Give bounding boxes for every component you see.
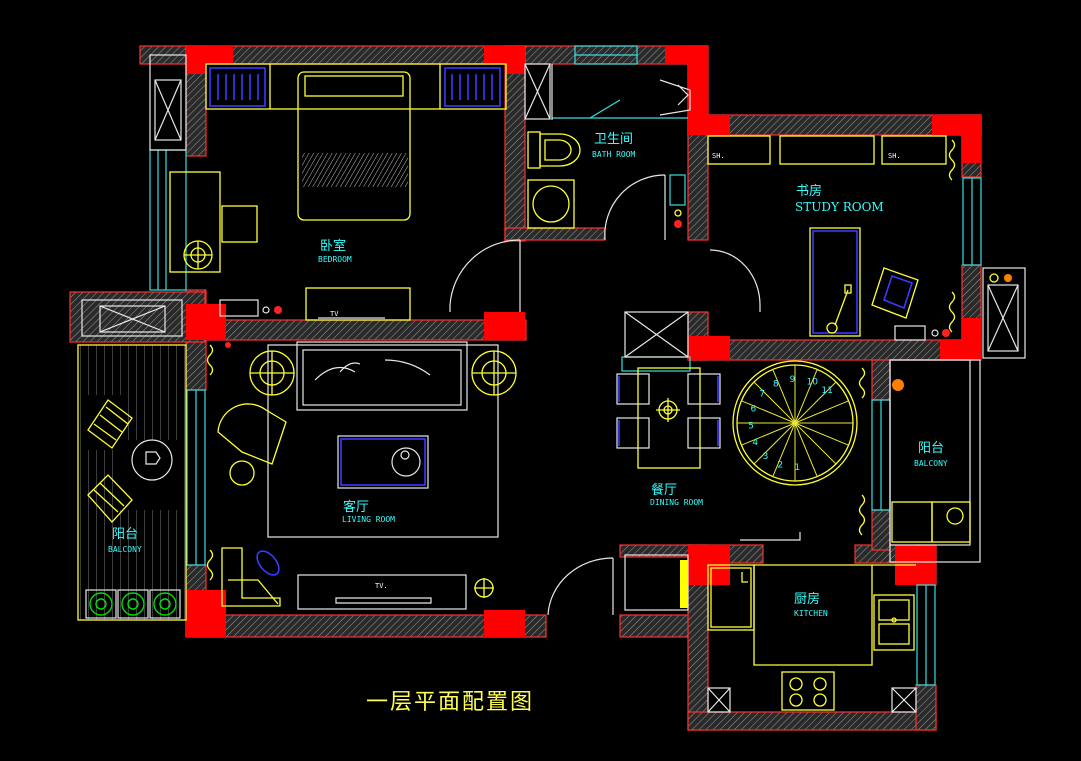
bathroom-label: 卫生间	[594, 132, 633, 147]
curtain-icon	[948, 291, 956, 333]
windows	[149, 45, 982, 686]
stair-step-number: 8	[773, 379, 779, 389]
bathroom: 卫生间 BATH ROOM	[524, 63, 691, 241]
living-room: TV. 客厅 LIVING ROOM	[206, 341, 614, 616]
dining-chair-icon	[616, 373, 721, 449]
stair-tread	[753, 381, 796, 424]
bathroom-label-en: BATH ROOM	[592, 150, 636, 159]
drawing-title: 一层平面配置图	[366, 690, 534, 715]
tv-cabinet	[305, 287, 411, 321]
stair-step-number: 9	[790, 375, 796, 385]
side-table-icon	[249, 350, 517, 396]
study-label-en: STUDY ROOM	[795, 200, 884, 214]
kitchen-island	[753, 564, 873, 666]
bedroom: TV 卧室 BEDROOM	[169, 63, 507, 321]
wardrobe	[205, 63, 507, 110]
study-label: 书房	[796, 183, 822, 199]
lamp-icon	[256, 550, 280, 576]
curtain-icon	[858, 367, 866, 399]
stair-step-number: 3	[763, 452, 769, 462]
plant-pot-icon	[85, 589, 181, 619]
tv-cabinet	[297, 574, 467, 610]
stair-tread	[794, 422, 818, 477]
chair	[221, 205, 258, 243]
curtain-icon	[858, 494, 866, 536]
tv-label-living: TV.	[375, 582, 388, 590]
stair-tread	[741, 422, 796, 446]
washer-icon	[891, 501, 933, 543]
living-label: 客厅	[343, 499, 369, 515]
hanger-icon	[209, 67, 501, 107]
stair-tread	[753, 422, 796, 465]
rug	[267, 344, 499, 538]
sofa-icon	[296, 341, 468, 411]
stair-tread	[741, 400, 796, 424]
coffee-table	[337, 435, 429, 489]
washing-machine-icon	[527, 179, 575, 229]
stair-tread	[772, 422, 796, 477]
west-balcony: 阳台 BALCONY	[77, 54, 187, 621]
centerpiece-icon	[656, 398, 680, 422]
dining-label-en: DINING ROOM	[650, 498, 703, 507]
guitar-icon	[826, 284, 852, 334]
sink-icon	[873, 594, 915, 651]
desk	[809, 227, 861, 337]
balcony-east-label: 阳台	[918, 441, 944, 456]
curtain-icon	[206, 344, 214, 376]
armchair-icon	[221, 547, 281, 607]
double-bed-icon	[297, 71, 411, 221]
table-lamp-icon	[145, 451, 161, 465]
stair-tread	[794, 400, 849, 424]
stair-step-number: 6	[750, 404, 756, 414]
shelf-label-left: SH.	[712, 152, 725, 160]
stair-tread	[794, 381, 837, 424]
stair-step-number: 2	[777, 461, 783, 471]
plant-icon	[474, 578, 494, 598]
desk	[169, 171, 221, 273]
study: SH. SH. 书房 STUDY ROOM	[707, 135, 1026, 359]
east-balcony: 阳台 BALCONY	[858, 359, 981, 563]
kitchen-label-en: KITCHEN	[794, 609, 828, 618]
toilet-icon	[527, 131, 581, 169]
shelf-label-right: SH.	[888, 152, 901, 160]
armchair-icon	[871, 267, 919, 319]
round-table-icon	[131, 439, 173, 481]
stair-step-number: 4	[752, 438, 758, 448]
stair-step-number: 10	[807, 377, 819, 387]
stair-step-number: 11	[821, 386, 832, 396]
kitchen: 厨房 KITCHEN	[707, 564, 917, 713]
balcony-east-label-en: BALCONY	[914, 459, 948, 468]
lounge-chair-icon	[217, 403, 287, 486]
curtain-icon	[206, 549, 214, 581]
stair-tread	[794, 422, 837, 465]
tv-label-bedroom: TV	[330, 310, 339, 318]
bedroom-label-en: BEDROOM	[318, 255, 352, 264]
stair-tread	[794, 369, 818, 424]
stair-step-number: 7	[759, 390, 765, 400]
dining-room: 餐厅 DINING ROOM	[616, 311, 801, 611]
lamp-icon	[183, 240, 213, 270]
vase-icon	[391, 447, 421, 477]
stair-tread	[794, 422, 849, 446]
stair-step-number: 5	[748, 421, 754, 431]
stair-step-number: 1	[794, 463, 800, 473]
bedroom-door	[449, 239, 521, 312]
dining-label: 餐厅	[651, 482, 677, 498]
deck-chair-icon	[87, 474, 133, 523]
stair-tread	[772, 369, 796, 424]
deck-chair-icon	[87, 399, 133, 449]
living-label-en: LIVING ROOM	[342, 515, 395, 524]
curtain-icon	[948, 139, 956, 181]
bedroom-label: 卧室	[320, 238, 346, 254]
balcony-west-label: 阳台	[112, 527, 138, 542]
kitchen-label: 厨房	[794, 591, 820, 607]
balcony-west-label-en: BALCONY	[108, 545, 142, 554]
stove-icon	[781, 671, 835, 711]
dryer-icon	[931, 501, 971, 543]
